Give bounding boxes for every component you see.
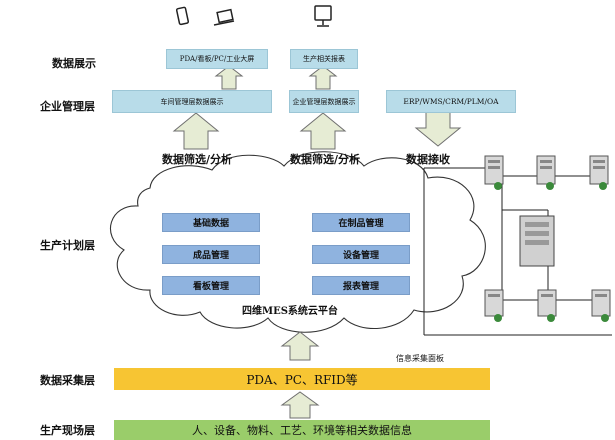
arrow-up-small-mid — [308, 65, 338, 90]
caption-filter-mid: 数据筛选/分析 — [290, 153, 361, 166]
phone-icon — [175, 6, 190, 26]
layer-label-display: 数据展示 — [52, 57, 96, 70]
arrow-down-right — [414, 111, 462, 147]
server-icon-3 — [589, 155, 609, 190]
monitor-icon — [314, 5, 332, 27]
module-reports: 报表管理 — [312, 276, 410, 295]
module-finished-goods: 成品管理 — [162, 245, 260, 264]
caption-panel: 信息采集面板 — [396, 354, 444, 363]
collection-band: PDA、PC、RFID等 — [114, 368, 490, 390]
layer-label-field: 生产现场层 — [40, 424, 95, 437]
caption-filter-left: 数据筛选/分析 — [162, 153, 233, 166]
server-icon-5 — [537, 289, 557, 322]
field-band: 人、设备、物料、工艺、环境等相关数据信息 — [114, 420, 490, 440]
arrow-up-field — [280, 391, 320, 419]
server-icon-4 — [484, 289, 504, 322]
layer-label-planning: 生产计划层 — [40, 239, 95, 252]
module-wip: 在制品管理 — [312, 213, 410, 232]
layer-label-collection: 数据采集层 — [40, 374, 95, 387]
workshop-display-box: 车间管理层数据展示 — [112, 90, 272, 113]
cloud-title: 四维MES系统云平台 — [242, 306, 338, 317]
arrow-up-mid — [299, 112, 347, 150]
layer-label-enterprise: 企业管理层 — [40, 100, 95, 113]
enterprise-display-box: 企业管理层数据展示 — [289, 90, 359, 113]
arrow-up-small-left — [214, 65, 244, 90]
module-basic-data: 基础数据 — [162, 213, 260, 232]
terminals-box: PDA/看板/PC/工业大屏 — [166, 49, 268, 69]
arrow-up-left — [172, 112, 220, 150]
module-equipment: 设备管理 — [312, 245, 410, 264]
caption-receive: 数据接收 — [406, 153, 450, 166]
module-kanban: 看板管理 — [162, 276, 260, 295]
arrows — [172, 65, 462, 419]
arrow-up-collection — [280, 331, 320, 361]
erp-systems-box: ERP/WMS/CRM/PLM/OA — [386, 90, 516, 113]
main-server-icon — [519, 215, 555, 267]
server-icon-1 — [484, 155, 504, 190]
laptop-icon — [213, 8, 235, 26]
reports-box: 生产相关报表 — [290, 49, 358, 69]
server-icon-2 — [536, 155, 556, 190]
server-icon-6 — [591, 289, 611, 322]
